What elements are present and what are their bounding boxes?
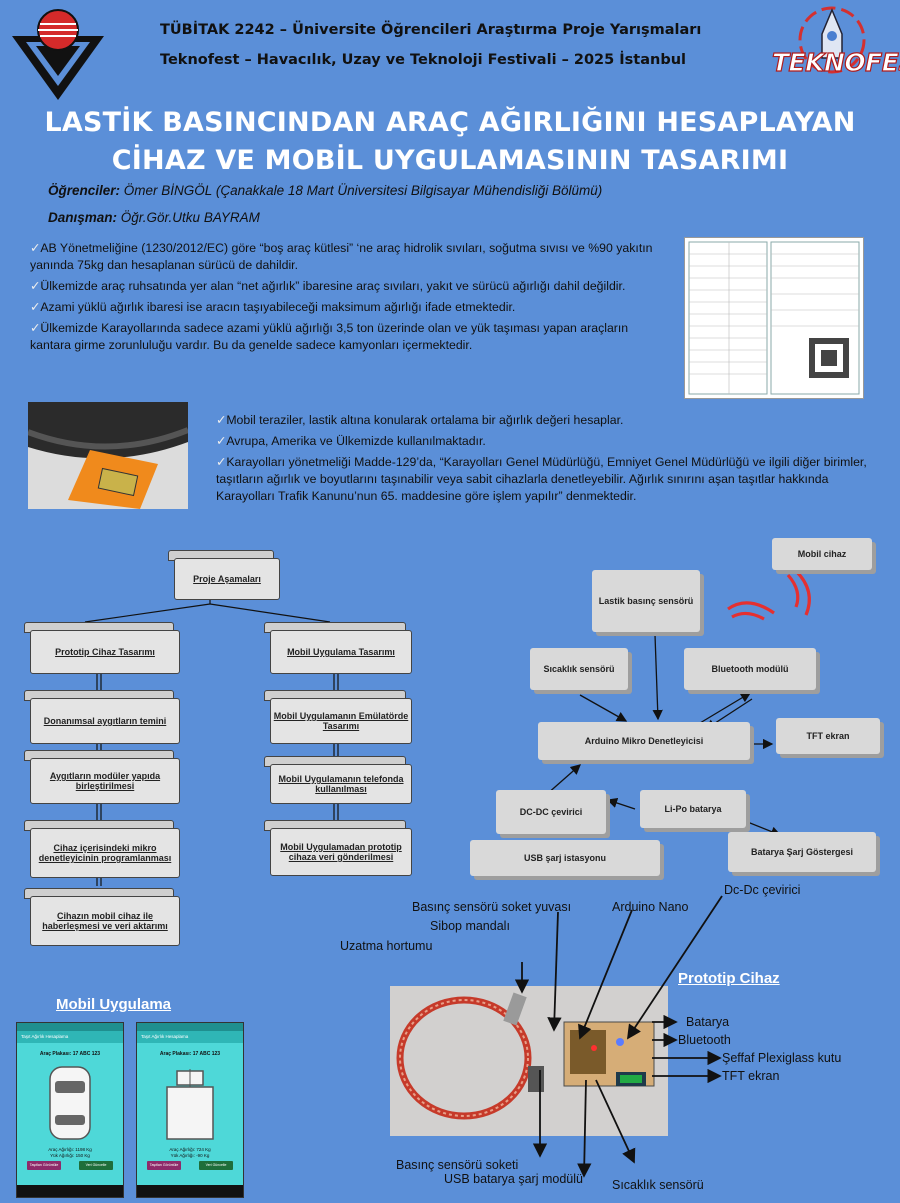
bullet-item: ✓Ülkemizde Karayollarında sadece azami y… <box>30 321 629 352</box>
flow-left-head: Prototip Cihaz Tasarımı <box>24 622 180 674</box>
bullet-item: ✓Ülkemizde araç ruhsatında yer alan “net… <box>30 279 626 293</box>
mobile-scale-photo <box>28 402 188 509</box>
block-usb: USB şarj istasyonu <box>470 840 660 876</box>
vehicles-button[interactable]: Taşıtları Görüntüle <box>27 1161 61 1170</box>
students-value: Ömer BİNGÖL (Çanakkale 18 Mart Üniversit… <box>123 183 603 198</box>
advisor-label: Danışman: <box>48 210 118 225</box>
phone-screen-car: Taşıt Ağırlık Hesaplama Araç Plakası: 17… <box>16 1022 124 1198</box>
teknofest-wordmark: TEKNOFEST <box>771 47 900 77</box>
teknofest-logo: TEKNOFEST <box>770 4 900 100</box>
students-line: Öğrenciler: Ömer BİNGÖL (Çanakkale 18 Ma… <box>48 183 602 198</box>
bullet-item: ✓Karayolları yönetmeliği Madde-129’da, “… <box>216 455 867 503</box>
label-tft: TFT ekran <box>722 1069 780 1083</box>
flow-left-step: Aygıtların modüler yapıda birleştirilmes… <box>24 750 180 804</box>
check-icon: ✓ <box>30 241 41 255</box>
flow-left-step: Cihazın mobil cihaz ile haberleşmesi ve … <box>24 888 180 946</box>
prototype-callout-arrows <box>514 895 723 1178</box>
students-label: Öğrenciler: <box>48 183 121 198</box>
check-icon: ✓ <box>216 434 227 448</box>
update-button[interactable]: Veri Güncelle <box>79 1161 113 1170</box>
header-line-1: TÜBİTAK 2242 – Üniversite Öğrencileri Ar… <box>160 22 702 38</box>
weight-text: Araç Ağırlığı: 1198 Kg <box>48 1147 92 1152</box>
check-icon: ✓ <box>30 321 41 335</box>
check-icon: ✓ <box>216 413 227 427</box>
truck-icon <box>166 1069 214 1140</box>
phone-screen-truck: Taşıt Ağırlık Hesaplama Araç Plakası: 17… <box>136 1022 244 1198</box>
label-soket-yuvasi: Basınç sensörü soket yuvası <box>412 900 572 914</box>
prototype-photo <box>390 986 668 1136</box>
plate-text: Araç Plakası: 17 ABC 123 <box>39 1051 101 1057</box>
block-lipo: Li-Po batarya <box>640 790 746 828</box>
title-line-1: LASTİK BASINCINDAN ARAÇ AĞIRLIĞINI HESAP… <box>44 107 856 138</box>
block-gosterge: Batarya Şarj Göstergesi <box>728 832 876 872</box>
block-sicaklik-sensor: Sıcaklık sensörü <box>530 648 628 690</box>
advisor-line: Danışman: Öğr.Gör.Utku BAYRAM <box>48 210 260 225</box>
block-tft: TFT ekran <box>776 718 880 754</box>
flow-root: Proje Aşamaları <box>168 550 280 600</box>
label-hortum: Uzatma hortumu <box>340 939 433 953</box>
label-usb-sarj: USB batarya şarj modülü <box>444 1172 583 1186</box>
label-arduino-nano: Arduino Nano <box>612 900 689 914</box>
block-mobil-cihaz: Mobil cihaz <box>772 538 872 570</box>
app-title: Taşıt Ağırlık Hesaplama <box>137 1031 243 1043</box>
tubitak-logo <box>10 6 106 102</box>
block-arduino: Arduino Mikro Denetleyicisi <box>538 722 750 760</box>
block-lastik-sensor: Lastik basınç sensörü <box>592 570 700 632</box>
bullet-item: ✓AB Yönetmeliğine (1230/2012/EC) göre “b… <box>30 241 653 272</box>
label-sibop: Sibop mandalı <box>430 919 510 933</box>
bullets-intro: ✓AB Yönetmeliğine (1230/2012/EC) göre “b… <box>30 240 666 358</box>
flow-right-step: Mobil Uygulamanın telefonda kullanılması <box>264 756 412 804</box>
bullet-item: ✓Azami yüklü ağırlık ibaresi ise aracın … <box>30 300 516 314</box>
label-sicaklik: Sıcaklık sensörü <box>612 1178 704 1192</box>
flow-right-step: Mobil Uygulamanın Emülatörde Tasarımı <box>264 690 412 744</box>
prototype-section-title: Prototip Cihaz <box>678 970 780 987</box>
check-icon: ✓ <box>216 455 227 469</box>
flow-right-head: Mobil Uygulama Tasarımı <box>264 622 412 674</box>
block-bluetooth: Bluetooth modülü <box>684 648 816 690</box>
check-icon: ✓ <box>30 300 41 314</box>
label-plexiglass: Şeffaf Plexiglass kutu <box>722 1051 842 1065</box>
label-soket: Basınç sensörü soketi <box>396 1158 519 1172</box>
block-dcdc: DC-DC çevirici <box>496 790 606 834</box>
update-button[interactable]: Veri Güncelle <box>199 1161 233 1170</box>
load-text: Yük Ağırlığı: 150 Kg <box>50 1153 90 1158</box>
bullet-item: ✓Mobil teraziler, lastik altına konulara… <box>216 413 624 427</box>
check-icon: ✓ <box>30 279 41 293</box>
flow-left-step: Cihaz içerisindeki mikro denetleyicinin … <box>24 820 180 878</box>
bullets-scales: ✓Mobil teraziler, lastik altına konulara… <box>216 412 872 509</box>
flow-left-step: Donanımsal aygıtların temini <box>24 690 180 744</box>
car-icon <box>49 1066 91 1140</box>
weight-text: Araç Ağırlığı: 724 Kg <box>169 1147 211 1152</box>
label-bluetooth: Bluetooth <box>678 1033 731 1047</box>
bullet-item: ✓Avrupa, Amerika ve Ülkemizde kullanılma… <box>216 434 486 448</box>
mobile-section-title: Mobil Uygulama <box>56 996 172 1013</box>
advisor-value: Öğr.Gör.Utku BAYRAM <box>120 210 260 225</box>
app-title: Taşıt Ağırlık Hesaplama <box>17 1031 123 1043</box>
registration-document-image <box>684 237 864 399</box>
title-line-2: CİHAZ VE MOBİL UYGULAMASININ TASARIMI <box>111 145 789 176</box>
header-line-2: Teknofest – Havacılık, Uzay ve Teknoloji… <box>160 52 687 68</box>
label-batarya: Batarya <box>686 1015 730 1029</box>
load-text: Yük Ağırlığı: -90 Kg <box>170 1153 210 1158</box>
flow-right-step: Mobil Uygulamadan prototip cihaza veri g… <box>264 820 412 876</box>
plate-text: Araç Plakası: 17 ABC 123 <box>159 1051 221 1057</box>
vehicles-button[interactable]: Taşıtları Görüntüle <box>147 1161 181 1170</box>
label-dcdc: Dc-Dc çevirici <box>724 883 801 897</box>
